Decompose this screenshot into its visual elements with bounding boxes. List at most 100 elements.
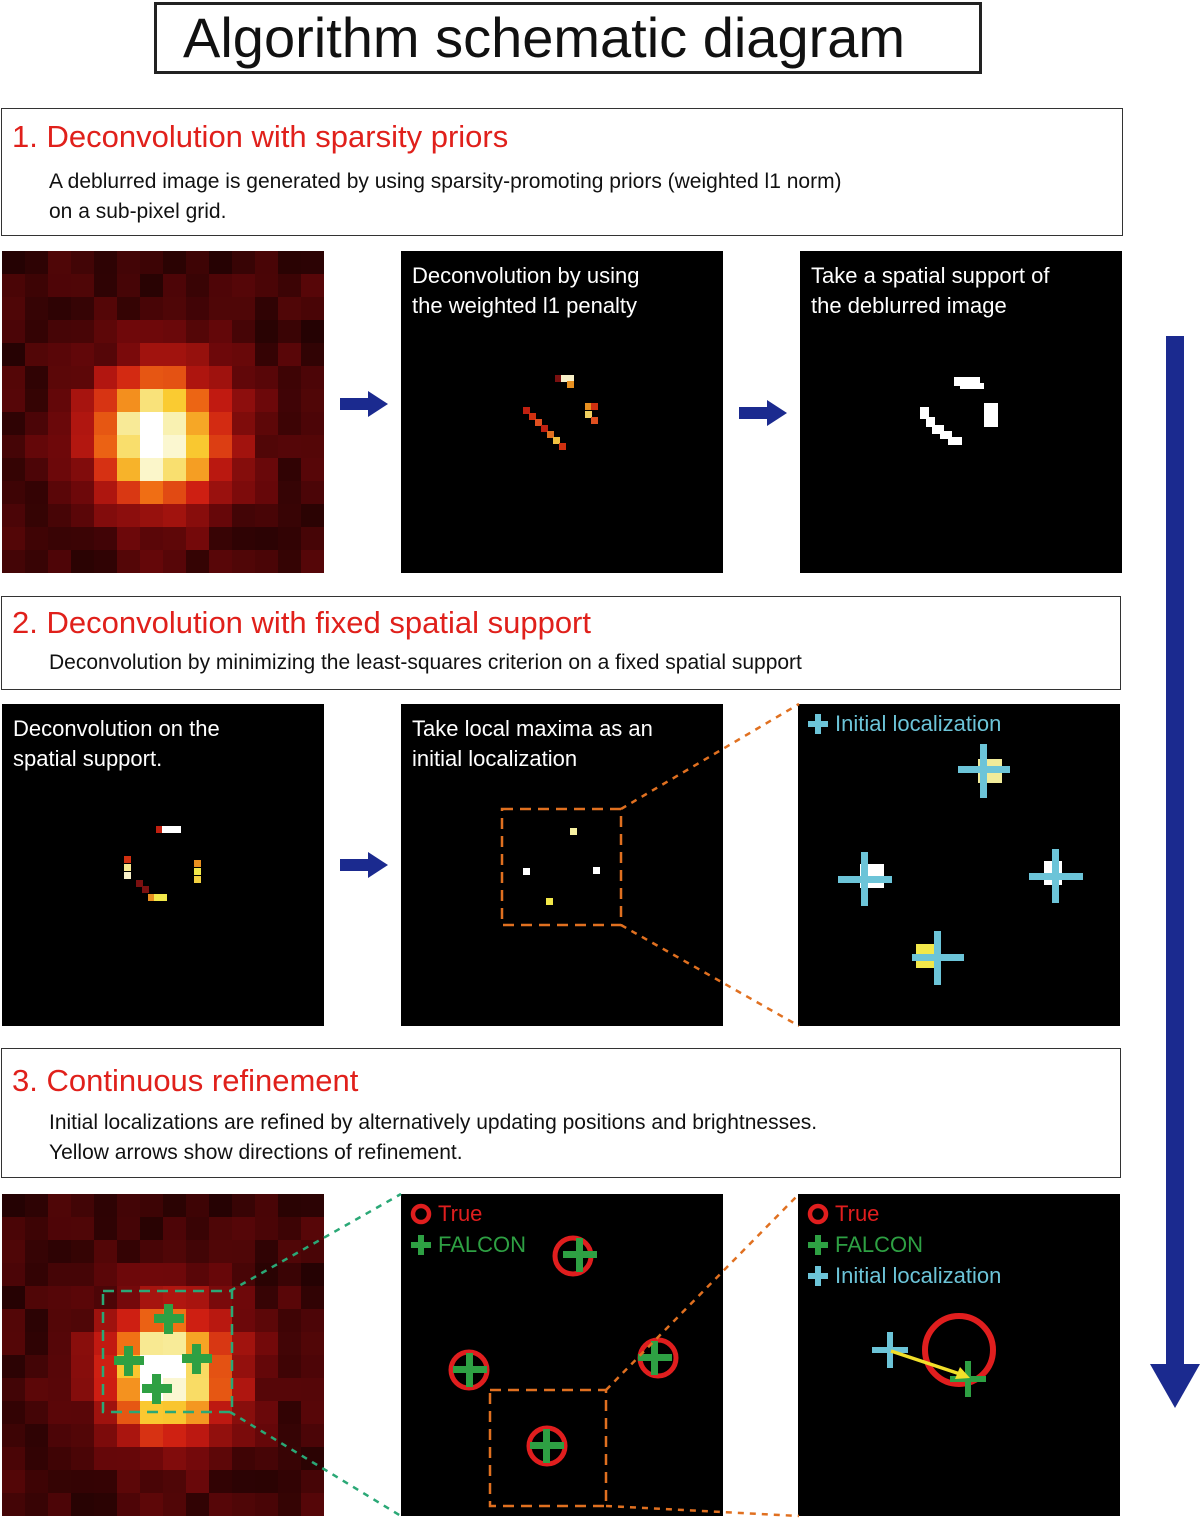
pixel [140,1447,164,1471]
page-title: Algorithm schematic diagram [154,2,982,74]
panel-falcon-vs-true: True FALCON [401,1194,723,1516]
pixel [301,504,324,528]
pixel [163,1355,187,1379]
pixel [160,894,167,901]
pixel [255,274,279,298]
pixel [94,1286,118,1310]
pixel [140,458,164,482]
pixel [2,1217,26,1241]
pixel [278,1332,302,1356]
pixel [25,1424,49,1448]
pixel [25,481,49,505]
sparse-deconvolution-image [523,375,598,450]
plus-icon [838,852,892,906]
pixel [2,1470,26,1494]
pixel [232,550,256,573]
pixel [255,1309,279,1333]
circle-icon [410,1203,432,1225]
pixel [71,343,95,367]
pixel [232,1332,256,1356]
pixel [94,274,118,298]
pixel [25,343,49,367]
pixel [255,297,279,321]
pixel [117,389,141,413]
pixel [25,1378,49,1402]
legend-label: True [438,1201,483,1226]
pixel [278,1309,302,1333]
pixel [71,274,95,298]
pixel [553,437,560,444]
pixel [209,1447,233,1471]
pixel [567,381,574,388]
pixel [117,1470,141,1494]
pixel [232,1240,256,1264]
pixel [25,550,49,573]
panel-caption: Take a spatial support of the deblurred … [811,263,1050,318]
pixel [163,366,187,390]
pixel [301,1378,324,1402]
pixel [301,1263,324,1287]
pixel [71,1401,95,1425]
pixel [71,251,95,275]
pixel [209,1378,233,1402]
pixel [117,1286,141,1310]
pixel [117,412,141,436]
pixel [209,389,233,413]
pixel [2,1286,26,1310]
pixel [301,1470,324,1494]
pixel [117,527,141,551]
pixel [2,389,26,413]
pixel [278,251,302,275]
pixel [301,550,324,573]
pixel [278,504,302,528]
pixel [232,458,256,482]
pixel [163,343,187,367]
pixel [25,1470,49,1494]
pixel [232,504,256,528]
pixel [71,1493,95,1516]
circle-icon [807,1203,829,1225]
pixel [278,274,302,298]
pixel [186,366,210,390]
pixel [48,1447,72,1471]
pixel [186,527,210,551]
pixel [25,1493,49,1516]
pixel [232,1378,256,1402]
pixel [186,550,210,573]
pixel [71,458,95,482]
pixel [124,872,131,879]
pixel [136,880,143,887]
pixel [2,1493,26,1516]
pixel [232,1493,256,1516]
pixel [48,343,72,367]
pixel [25,297,49,321]
pixel [140,481,164,505]
plus-icon [808,1235,828,1255]
section-1-heading: 1. Deconvolution with sparsity priors [12,119,509,154]
pixel [94,389,118,413]
pixel [71,1194,95,1218]
pixel [71,1424,95,1448]
pixel [140,389,164,413]
pixel [2,481,26,505]
pixel [255,1240,279,1264]
pixel [25,1240,49,1264]
pixel [117,297,141,321]
section-1-description: A deblurred image is generated by using … [49,170,842,223]
pixel [232,1263,256,1287]
pixel [186,1355,210,1379]
pixel [186,504,210,528]
pixel [232,412,256,436]
pixel [140,1493,164,1516]
pixel [71,1447,95,1471]
pixel [232,1424,256,1448]
pixel [186,1240,210,1264]
pixel [48,1355,72,1379]
pixel [163,1378,187,1402]
pixel [94,1401,118,1425]
pixel [117,1355,141,1379]
pixel [186,1217,210,1241]
pixel [71,1309,95,1333]
pixel [255,366,279,390]
pixel [301,1424,324,1448]
